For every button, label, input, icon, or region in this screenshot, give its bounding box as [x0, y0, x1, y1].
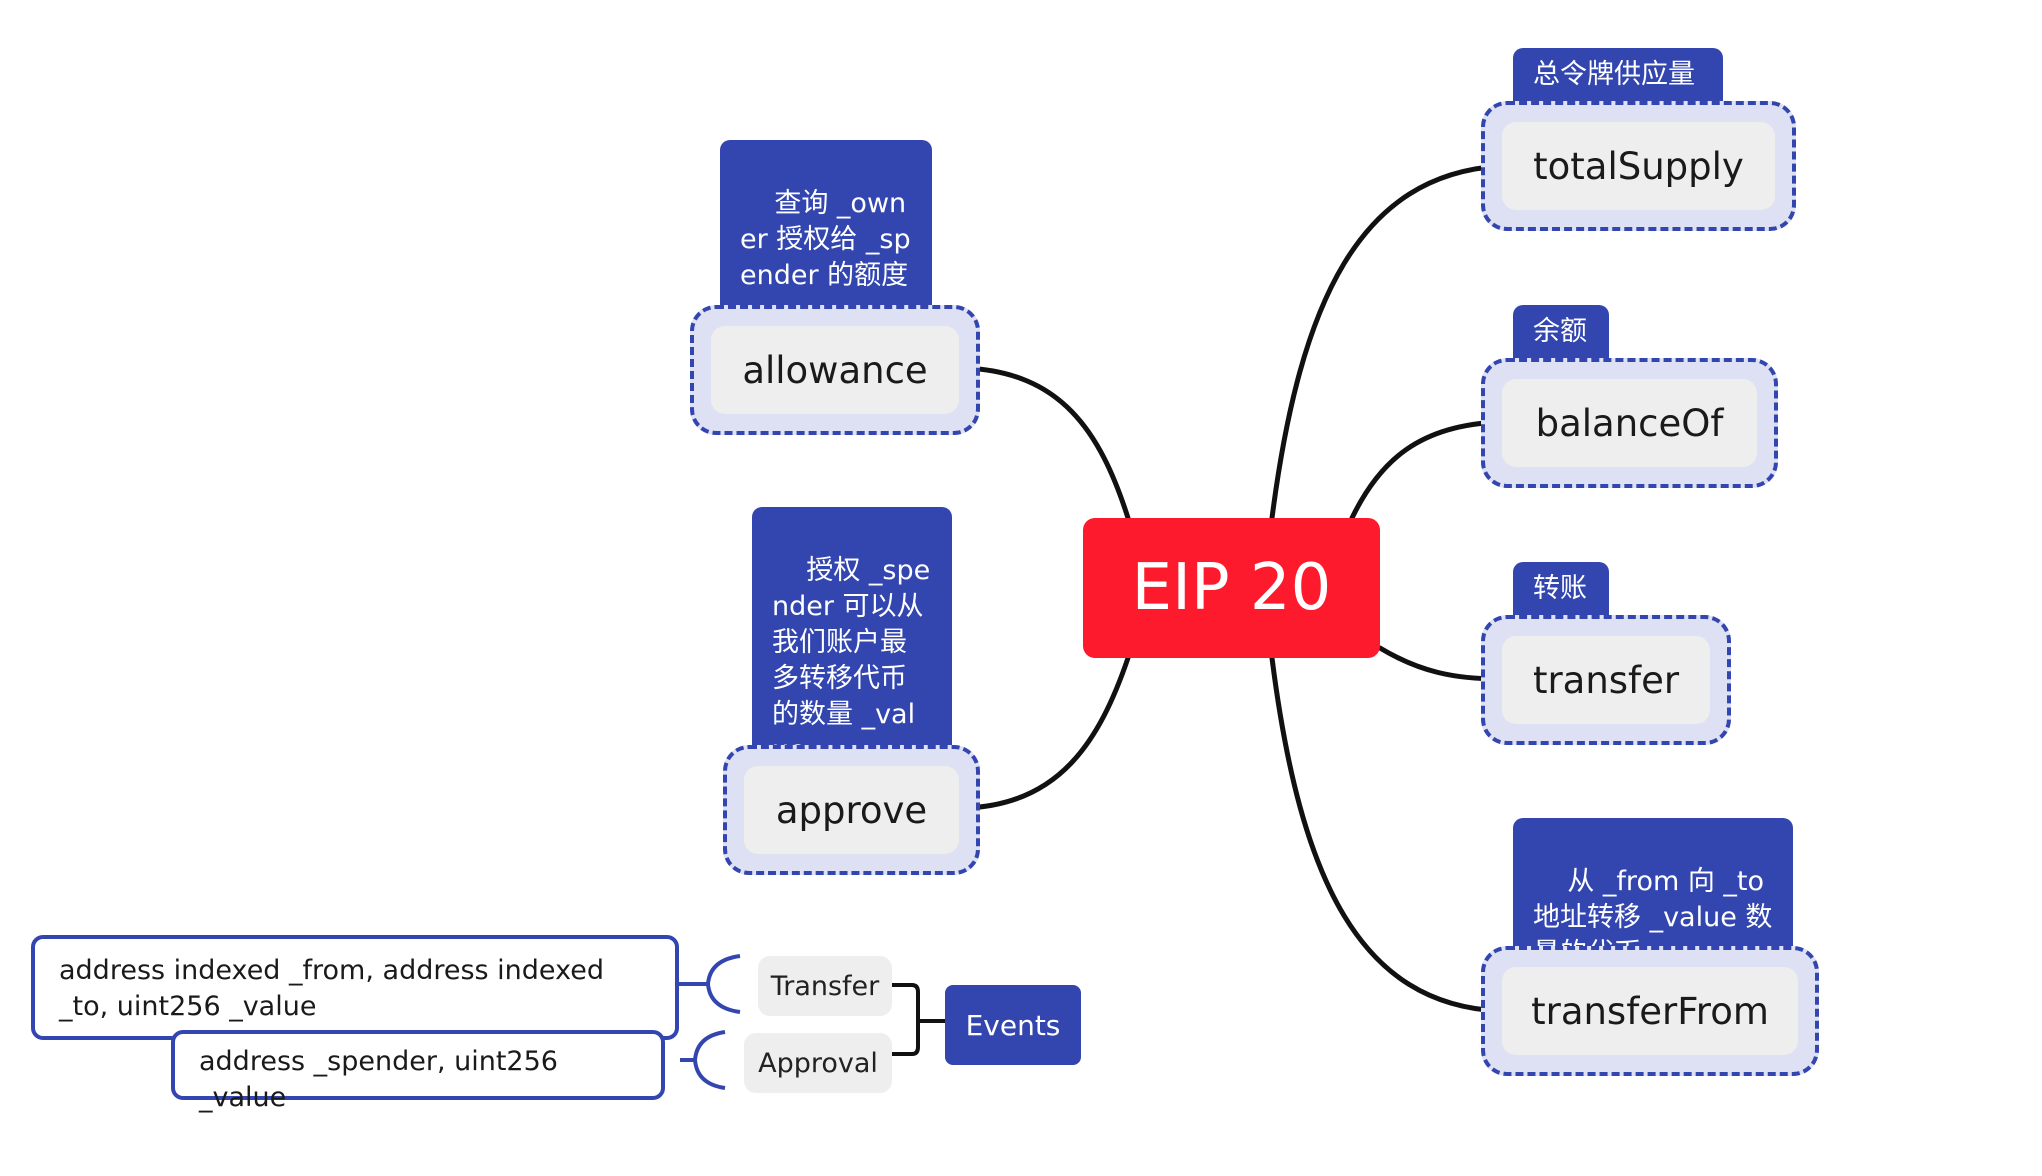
edge-root-balanceof	[1349, 419, 1503, 521]
note-balanceof-text: 余额	[1533, 315, 1587, 347]
transfer-param-bracket	[705, 954, 741, 1014]
edge-root-approve	[962, 655, 1131, 811]
node-approve[interactable]: approve	[744, 766, 959, 854]
events-bracket	[891, 983, 920, 1056]
node-transferfrom[interactable]: transferFrom	[1502, 967, 1798, 1055]
note-allowance-text: 查询 _owner 授权给 _spender 的额度	[740, 188, 911, 291]
note-transfer-text: 转账	[1533, 572, 1587, 604]
note-totalsupply-text: 总令牌供应量	[1533, 58, 1695, 90]
edge-root-totalsupply	[1269, 163, 1503, 521]
node-allowance[interactable]: allowance	[711, 326, 959, 414]
node-transfer[interactable]: transfer	[1502, 636, 1710, 724]
node-transfer-label: transfer	[1532, 658, 1680, 702]
note-approve: 授权 _spender 可以从我们账户最多转移代币的数量 _value	[752, 507, 952, 766]
approval-param-bracket	[692, 1030, 726, 1090]
root-node[interactable]: EIP 20	[1083, 518, 1380, 658]
node-approve-label: approve	[775, 788, 928, 832]
event-approval[interactable]: Approval	[744, 1033, 892, 1093]
note-transferfrom: 从 _from 向 _to 地址转移 _value 数量的代币	[1513, 818, 1793, 969]
event-approval-label: Approval	[758, 1047, 878, 1079]
transfer-params-box: address indexed _from, address indexed _…	[31, 935, 679, 1040]
approval-params-text: address _spender, uint256 _value	[199, 1046, 558, 1113]
note-totalsupply: 总令牌供应量	[1513, 48, 1723, 101]
event-transfer-label: Transfer	[770, 970, 880, 1002]
events-node[interactable]: Events	[945, 985, 1081, 1065]
node-allowance-label: allowance	[742, 348, 928, 392]
note-balanceof: 余额	[1513, 305, 1609, 358]
node-transferfrom-label: transferFrom	[1531, 989, 1769, 1033]
events-label: Events	[965, 1008, 1061, 1042]
edge-root-transferfrom	[1269, 655, 1503, 1014]
approval-params-box: address _spender, uint256 _value	[171, 1030, 665, 1113]
note-allowance: 查询 _owner 授权给 _spender 的额度	[720, 140, 932, 305]
transfer-params-text: address indexed _from, address indexed _…	[59, 955, 604, 1022]
event-transfer[interactable]: Transfer	[758, 956, 892, 1016]
node-totalsupply-label: totalSupply	[1533, 144, 1744, 188]
node-balanceof[interactable]: balanceOf	[1502, 379, 1757, 467]
root-label: EIP 20	[1131, 551, 1332, 625]
node-totalsupply[interactable]: totalSupply	[1502, 122, 1775, 210]
node-balanceof-label: balanceOf	[1535, 401, 1724, 445]
note-transfer: 转账	[1513, 562, 1609, 615]
note-approve-text: 授权 _spender 可以从我们账户最多转移代币的数量 _value	[772, 555, 931, 766]
edge-root-allowance	[962, 365, 1131, 521]
